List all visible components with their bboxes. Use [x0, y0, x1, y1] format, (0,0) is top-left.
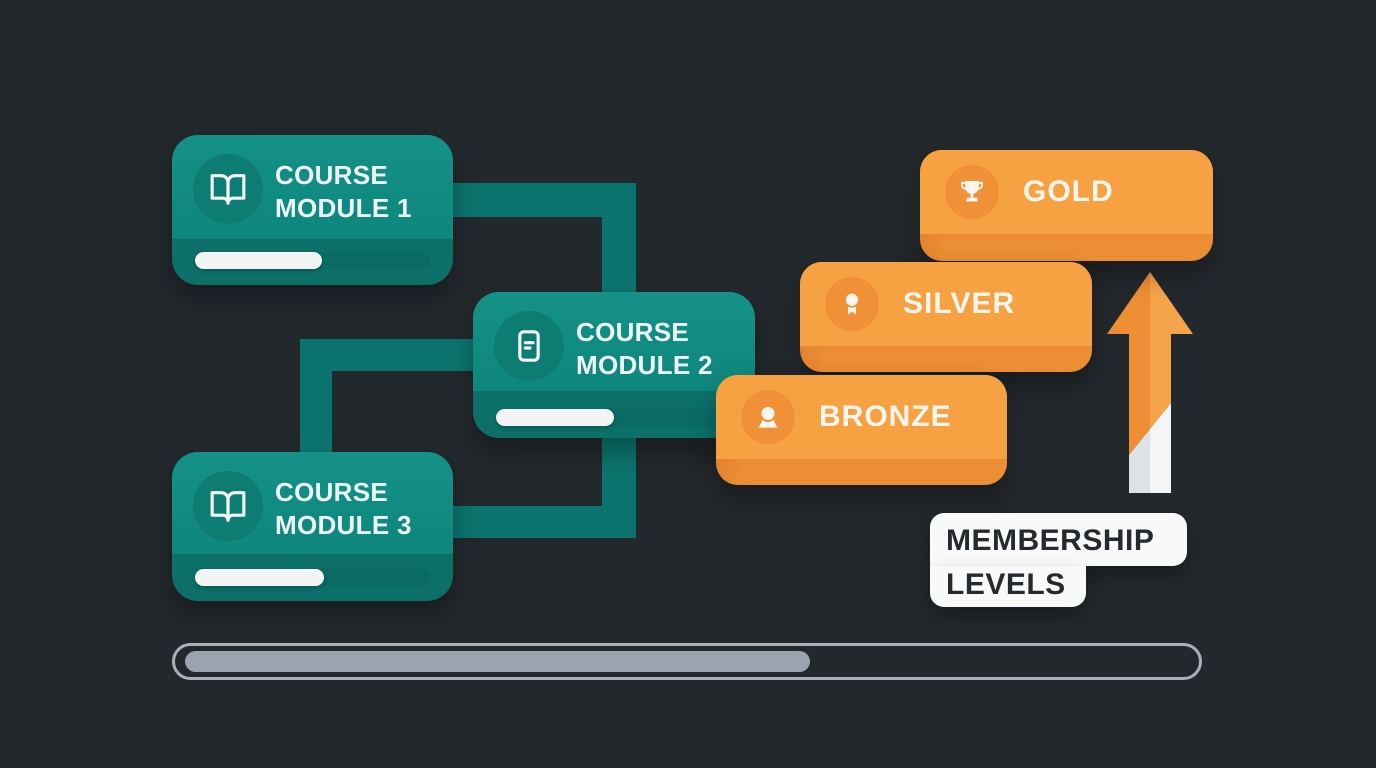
- course-module-3-body: COURSE MODULE 3: [172, 452, 453, 554]
- membership-levels-caption-line2: LEVELS: [930, 566, 1086, 607]
- membership-level-silver-card[interactable]: SILVER: [800, 262, 1092, 372]
- module-2-progress-track: [496, 409, 732, 426]
- overall-progress-fill: [185, 651, 810, 672]
- course-module-1-label: COURSE MODULE 1: [275, 160, 412, 223]
- book-open-icon: [193, 154, 263, 224]
- trophy-icon: [945, 165, 999, 219]
- course-module-1-card[interactable]: COURSE MODULE 1: [172, 135, 453, 285]
- module-3-progress-fill: [195, 569, 325, 586]
- course-module-2-card[interactable]: COURSE MODULE 2: [473, 292, 755, 438]
- bronze-label: BRONZE: [819, 400, 952, 433]
- person-icon: [741, 390, 795, 444]
- medal-icon: [825, 277, 879, 331]
- course-module-2-label: COURSE MODULE 2: [576, 317, 713, 380]
- membership-level-gold-card[interactable]: GOLD: [920, 150, 1213, 261]
- course-module-2-body: COURSE MODULE 2: [473, 292, 755, 391]
- connector-module1-module2-vertical: [602, 183, 636, 305]
- document-icon: [494, 311, 564, 381]
- silver-card-body: SILVER: [800, 262, 1092, 346]
- module-3-progress-track: [195, 569, 430, 586]
- gold-label: GOLD: [1023, 175, 1114, 208]
- course-module-3-label: COURSE MODULE 3: [275, 477, 412, 540]
- upward-arrow-icon: [1107, 272, 1193, 493]
- membership-levels-caption-line1: MEMBERSHIP: [930, 513, 1187, 566]
- membership-level-bronze-card[interactable]: BRONZE: [716, 375, 1007, 485]
- connector-module2-module3-vertical: [300, 339, 332, 465]
- bronze-card-body: BRONZE: [716, 375, 1007, 459]
- course-module-3-card[interactable]: COURSE MODULE 3: [172, 452, 453, 601]
- overall-progress-track: [172, 643, 1202, 680]
- module-2-progress-fill: [496, 409, 614, 426]
- course-module-1-body: COURSE MODULE 1: [172, 135, 453, 239]
- module-1-progress-track: [195, 252, 430, 269]
- module-1-progress-fill: [195, 252, 322, 269]
- book-open-icon: [193, 471, 263, 541]
- gold-card-body: GOLD: [920, 150, 1213, 234]
- silver-label: SILVER: [903, 287, 1016, 320]
- connector-module3-right-horizontal: [445, 506, 636, 538]
